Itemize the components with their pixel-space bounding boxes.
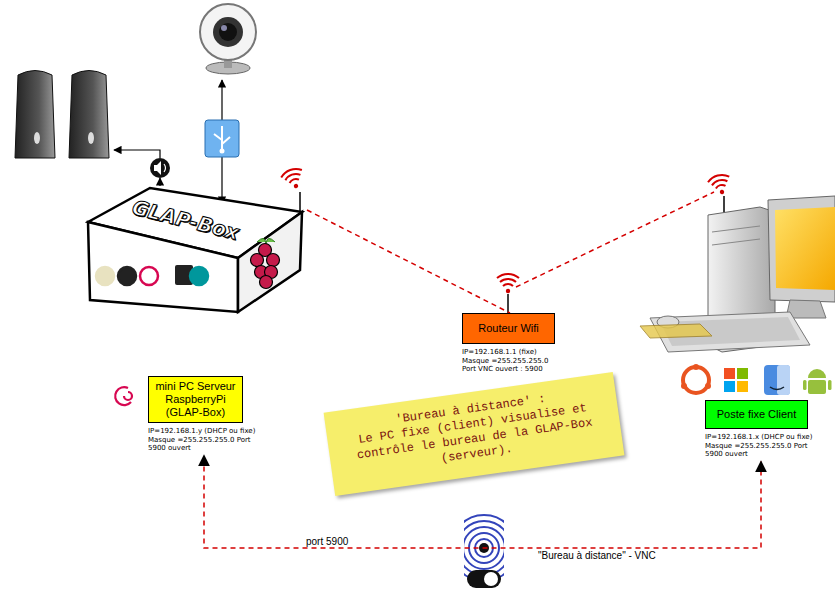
wifi-link: [516, 192, 714, 287]
audio-link: [114, 150, 170, 186]
link-label: port 5900: [304, 536, 350, 547]
debian-logo: [115, 387, 132, 405]
webcam: [200, 4, 256, 74]
caption-label: "Bureau à distance" - VNC: [536, 550, 658, 561]
wifi-logo: [448, 512, 520, 588]
tag-box: mini PC Serveur RaspberryPi (GLAP-Box): [148, 376, 243, 423]
tag-box: Poste fixe Client: [705, 400, 808, 429]
address-info: IP=192.168.1.y (DHCP ou fixe) Masque =25…: [148, 427, 260, 453]
node-box3d: GLAP-Box: [85, 180, 307, 315]
node-tag: Poste fixe ClientIP=192.168.1.x (DHCP ou…: [705, 400, 817, 459]
speakers: [15, 71, 109, 159]
glap-box-shape: [85, 180, 307, 315]
dashed-link: [307, 210, 510, 313]
address-info: IP=192.168.1.1 (fixe) Masque =255.255.25…: [462, 348, 558, 374]
wifi-antennas: [280, 166, 733, 313]
usb-link: [205, 80, 239, 204]
address-info: IP=192.168.1.x (DHCP ou fixe) Masque =25…: [705, 433, 817, 459]
node-tag: mini PC Serveur RaspberryPi (GLAP-Box) IP…: [148, 376, 260, 453]
node-note: 'Bureau à distance' :Le PC fixe (client)…: [324, 372, 625, 496]
os-logos: [681, 364, 832, 395]
client-pc: [640, 196, 835, 352]
tag-box: Routeur Wifi: [462, 313, 555, 344]
node-tag: Routeur WifiIP=192.168.1.1 (fixe) Masque…: [462, 313, 558, 374]
